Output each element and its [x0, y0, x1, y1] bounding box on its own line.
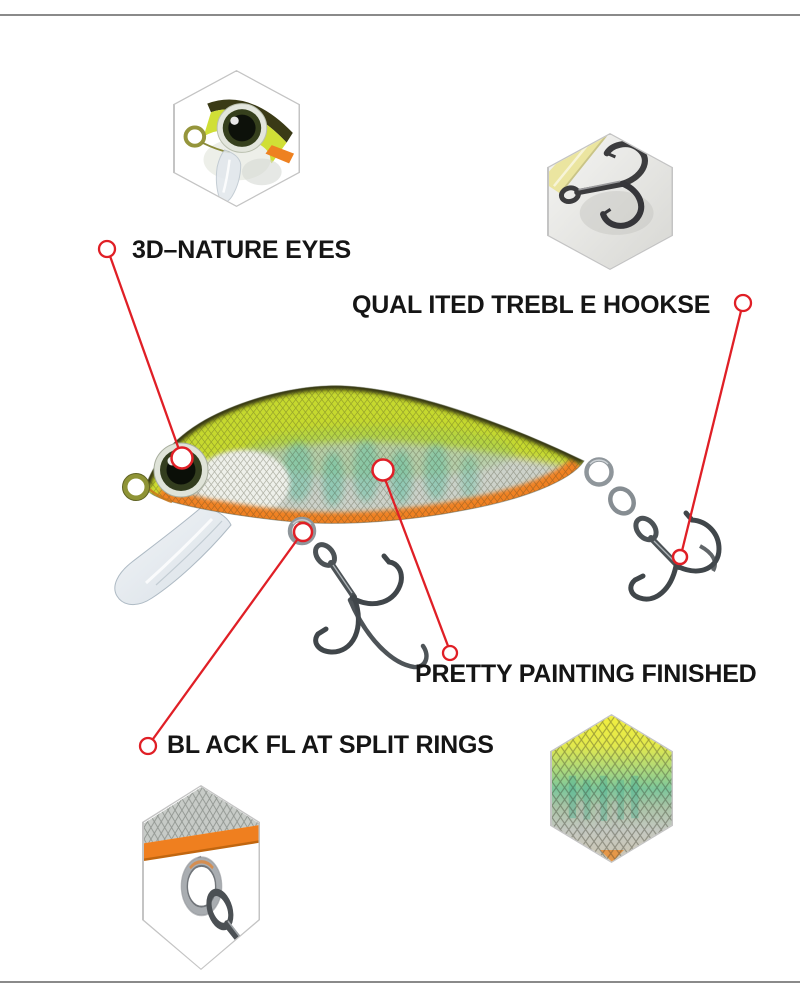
callout-line-hooks — [679, 310, 743, 556]
callout-label-treble-hooks: QUAL ITED TREBL E HOOKSE — [352, 291, 711, 319]
line-tie-ring — [122, 473, 150, 501]
feature-point-split-ring — [292, 521, 314, 543]
feature-point-paint — [371, 458, 395, 482]
callout-marker-circle-split-rings — [138, 736, 158, 756]
callout-line-eyes — [108, 255, 184, 459]
inset-split-ring-closeup — [142, 785, 260, 970]
top-divider — [0, 14, 800, 16]
callout-marker-circle-painting — [441, 644, 459, 662]
callout-label-eyes: 3D–NATURE EYES — [132, 236, 352, 264]
inset-paint-pattern-closeup — [550, 714, 673, 863]
callout-label-split-rings: BL ACK FL AT SPLIT RINGS — [167, 731, 494, 759]
callout-label-painting: PRETTY PAINTING FINISHED — [415, 660, 757, 688]
callout-line-painting — [383, 478, 450, 647]
callout-marker-circle-hooks — [733, 293, 753, 313]
lure-eye-closeup-photo — [174, 71, 299, 206]
callout-marker-circle-eyes — [97, 239, 117, 259]
tail-treble-hook — [584, 457, 722, 602]
callout-annotations — [97, 239, 753, 756]
belly-treble-hook — [287, 516, 429, 670]
lure-body — [145, 385, 585, 524]
lure-diving-lip — [114, 504, 232, 605]
callout-line-split-rings — [152, 539, 298, 740]
inset-treble-hook-closeup — [547, 133, 673, 270]
bottom-divider — [0, 981, 800, 983]
feature-point-tail-hook — [671, 548, 689, 566]
inset-eye-closeup — [173, 70, 300, 207]
feature-point-eye — [170, 446, 194, 470]
